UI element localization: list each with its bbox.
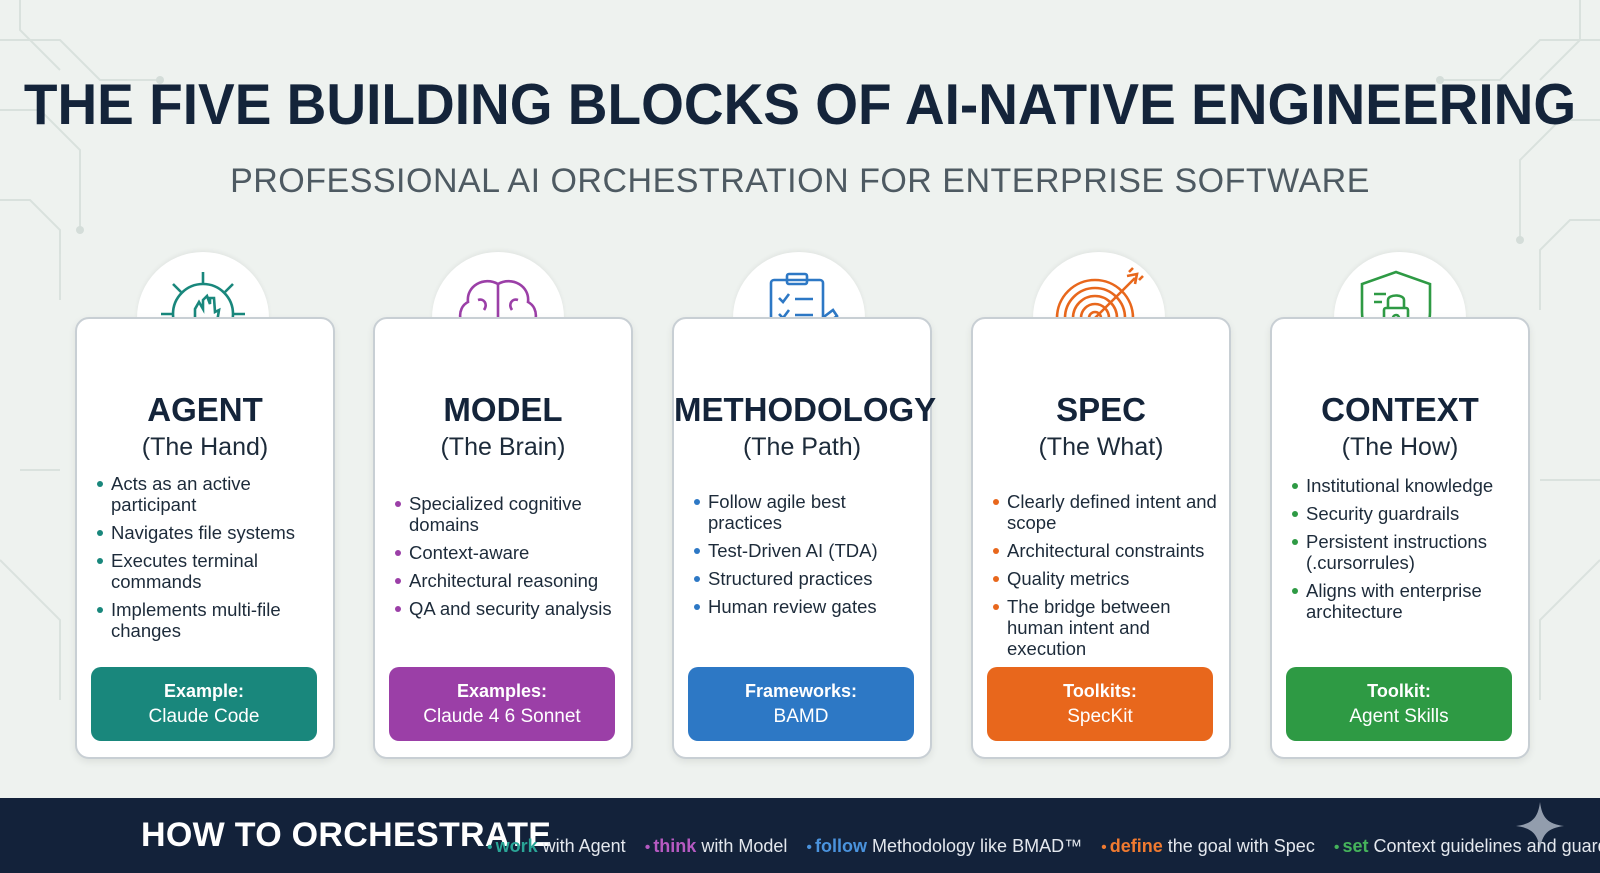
footer-banner: HOW TO ORCHESTRATE •work with Agent •thi… (0, 798, 1600, 873)
card-title: CONTEXT (1321, 391, 1479, 428)
step-think: •think with Model (644, 836, 788, 856)
card-role: (The What) (1038, 433, 1164, 461)
bullet-list: Follow agile best practices Test-Driven … (692, 491, 920, 624)
bullet-list: Specialized cognitive domains Context-aw… (393, 493, 621, 626)
example-tag: Examples: Claude 4 6 Sonnet (389, 667, 615, 741)
bullet-list: Clearly defined intent and scope Archite… (991, 491, 1219, 666)
toolkit-tag: Toolkit: Agent Skills (1286, 667, 1512, 741)
bullet-list: Institutional knowledge Security guardra… (1290, 475, 1518, 629)
orchestration-steps: •work with Agent •think with Model •foll… (487, 836, 1600, 857)
list-item: Human review gates (692, 596, 920, 617)
card-title: SPEC (1056, 391, 1146, 428)
card-methodology: METHODOLOGY (The Path) Follow agile best… (672, 317, 937, 759)
list-item: Structured practices (692, 568, 920, 589)
toolkit-tag: Toolkits: SpecKit (987, 667, 1213, 741)
list-item: Aligns with enterprise architecture (1290, 580, 1518, 622)
list-item: QA and security analysis (393, 598, 621, 619)
list-item: The bridge between human intent and exec… (991, 596, 1219, 659)
page-title: THE FIVE BUILDING BLOCKS OF AI-NATIVE EN… (23, 71, 1577, 137)
card-model: MODEL (The Brain) Specialized cognitive … (373, 317, 633, 759)
list-item: Navigates file systems (95, 522, 323, 543)
card-context: CONTEXT (The How) Institutional knowledg… (1270, 317, 1530, 759)
list-item: Specialized cognitive domains (393, 493, 621, 535)
framework-tag: Frameworks: BAMD (688, 667, 914, 741)
step-follow: •follow Methodology like BMAD™ (806, 836, 1083, 856)
footer-title: HOW TO ORCHESTRATE (141, 816, 552, 854)
page-subtitle: PROFESSIONAL AI ORCHESTRATION FOR ENTERP… (230, 162, 1370, 200)
list-item: Security guardrails (1290, 503, 1518, 524)
card-spec: SPEC (The What) Clearly defined intent a… (971, 317, 1231, 759)
bullet-list: Acts as an active participant Navigates … (95, 473, 323, 648)
list-item: Institutional knowledge (1290, 475, 1518, 496)
card-role: (The How) (1341, 433, 1459, 461)
list-item: Executes terminal commands (95, 550, 323, 592)
list-item: Persistent instructions (.cursorrules) (1290, 531, 1518, 573)
step-set: •set Context guidelines and guardrails. (1333, 836, 1600, 856)
list-item: Architectural reasoning (393, 570, 621, 591)
list-item: Clearly defined intent and scope (991, 491, 1219, 533)
list-item: Acts as an active participant (95, 473, 323, 515)
sparkle-icon (1516, 802, 1564, 850)
card-title: MODEL (443, 391, 563, 428)
list-item: Follow agile best practices (692, 491, 920, 533)
step-define: •define the goal with Spec (1101, 836, 1315, 856)
list-item: Implements multi-file changes (95, 599, 323, 641)
card-role: (The Brain) (440, 433, 566, 461)
card-title: AGENT (147, 391, 263, 428)
list-item: Architectural constraints (991, 540, 1219, 561)
list-item: Context-aware (393, 542, 621, 563)
list-item: Test-Driven AI (TDA) (692, 540, 920, 561)
card-title: METHODOLOGY (674, 391, 937, 428)
step-work: •work with Agent (487, 836, 626, 856)
example-tag: Example: Claude Code (91, 667, 317, 741)
card-role: (The Path) (742, 433, 862, 461)
list-item: Quality metrics (991, 568, 1219, 589)
card-role: (The Hand) (141, 433, 269, 461)
card-agent: AGENT (The Hand) Acts as an active parti… (75, 317, 335, 759)
